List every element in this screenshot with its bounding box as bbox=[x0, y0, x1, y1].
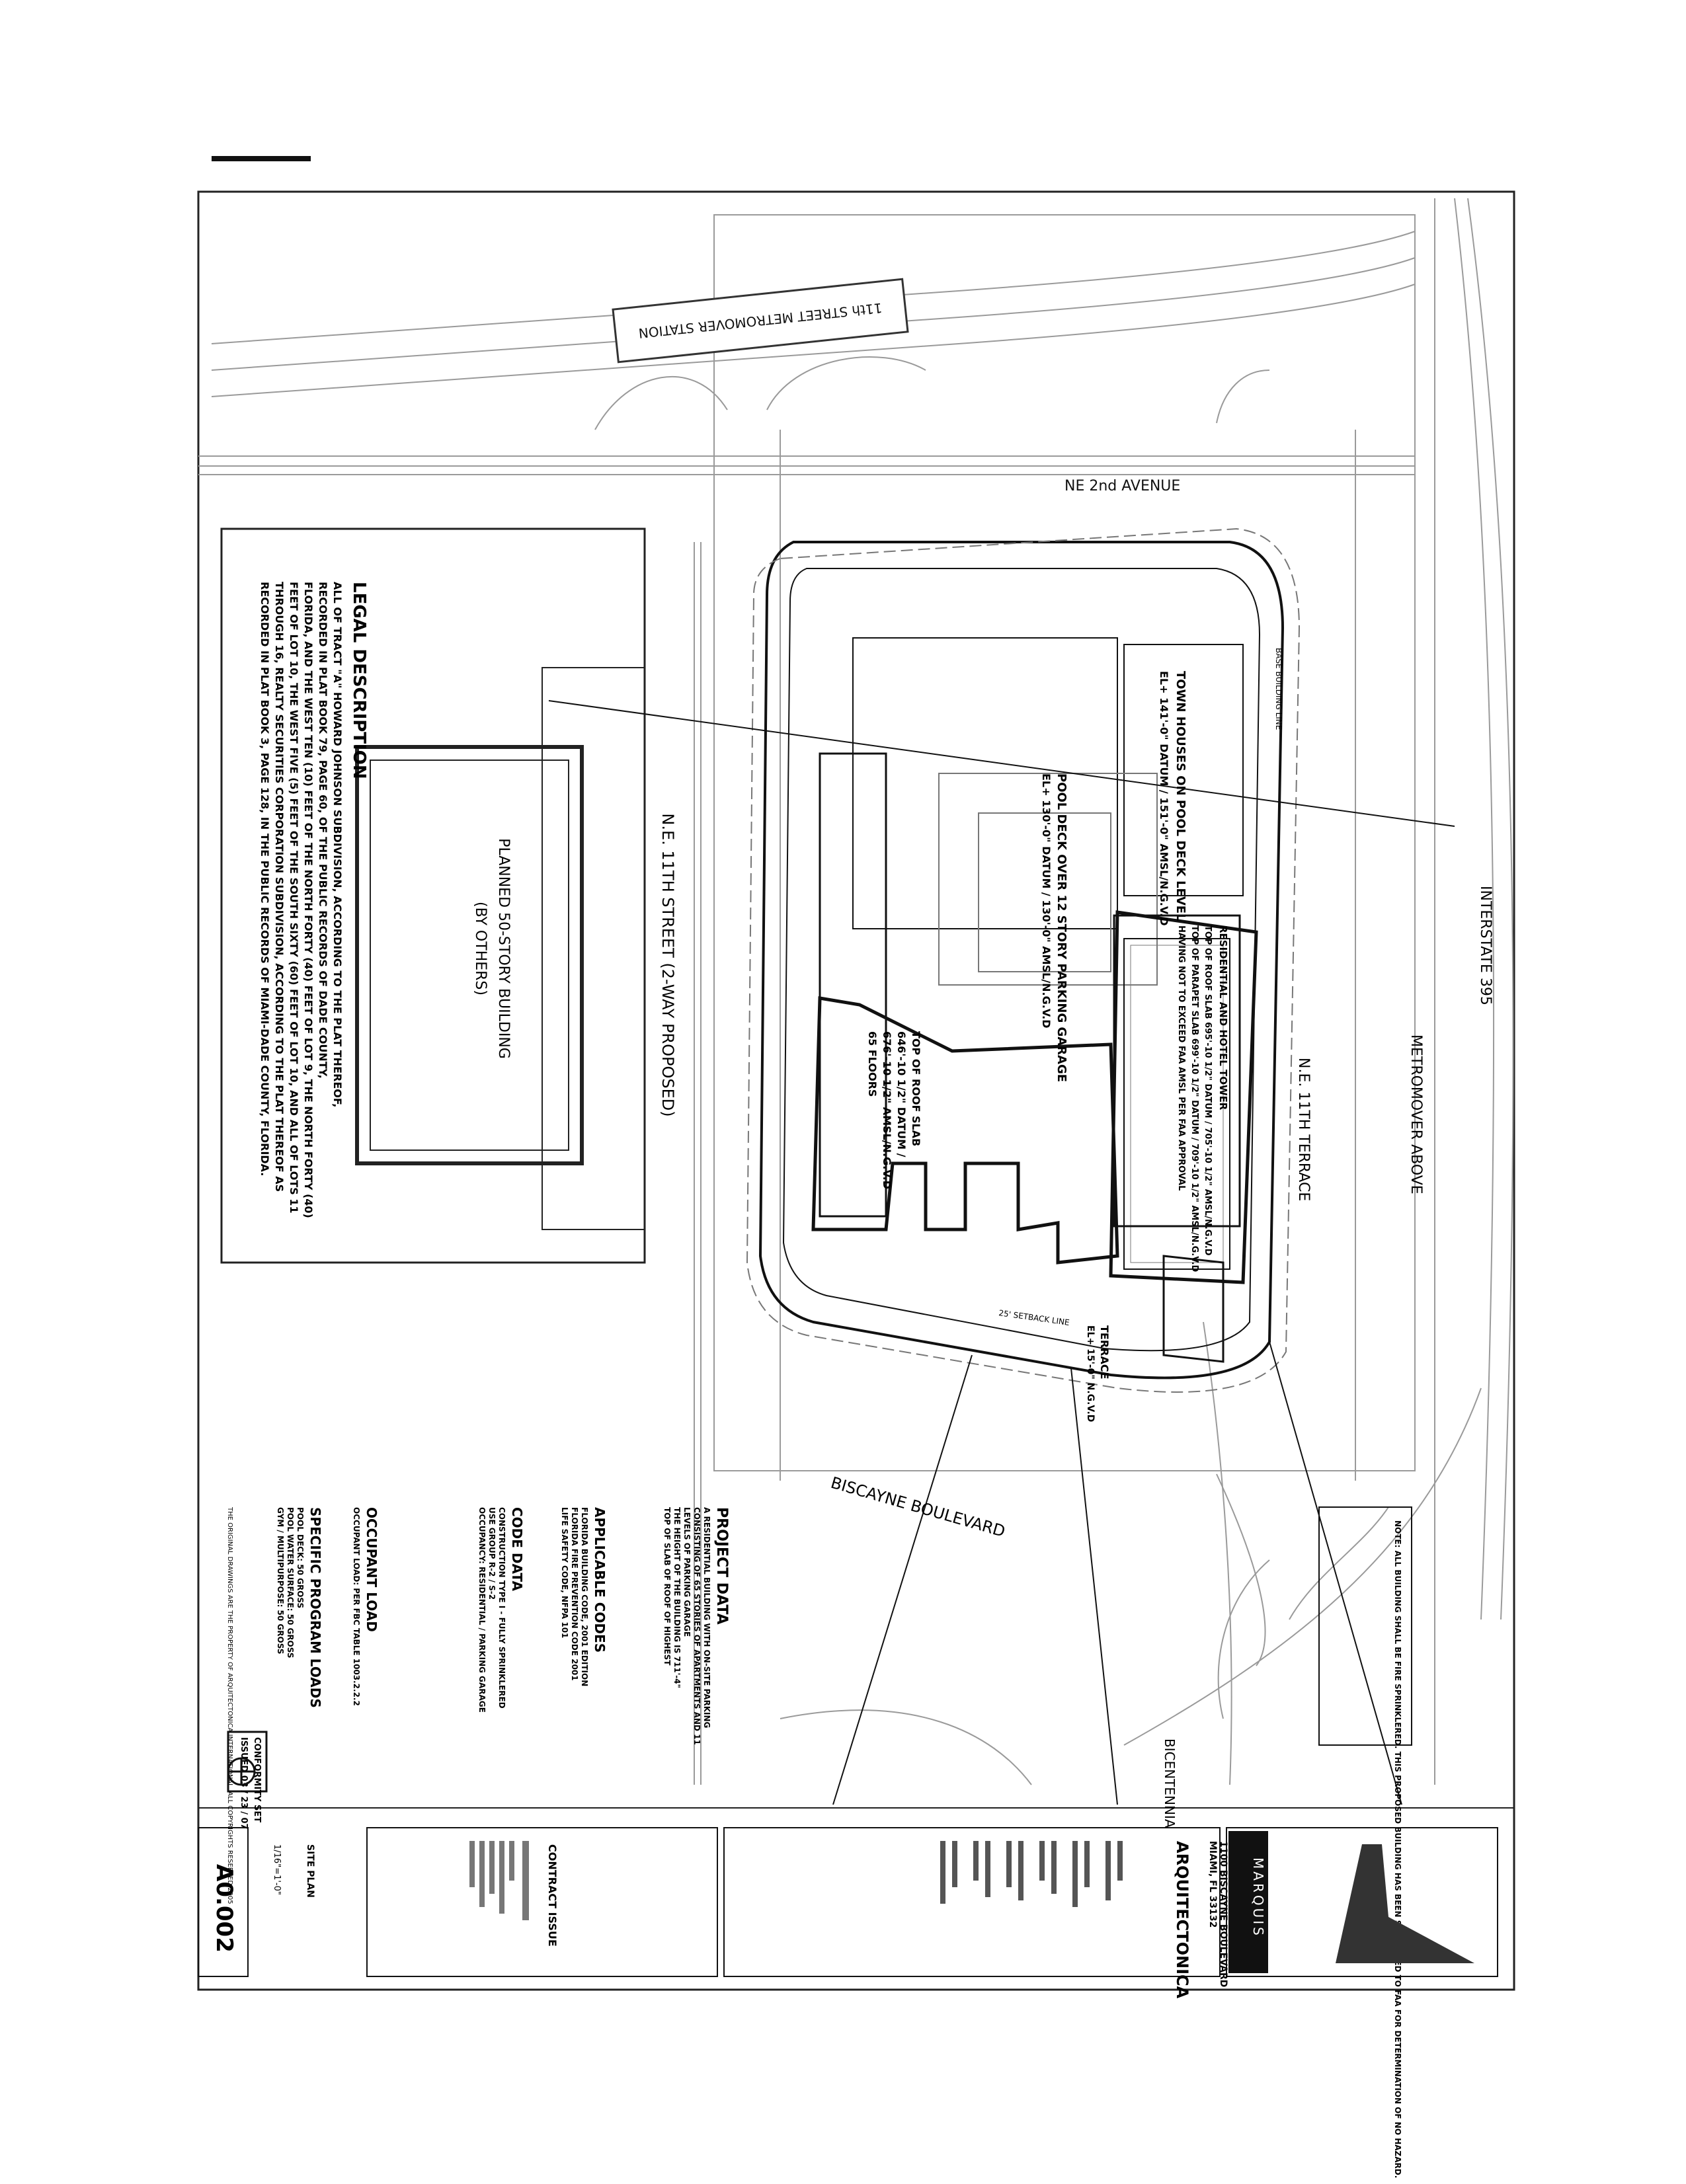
svg-text:LIFE SAFETY CODE, NFPA 101: LIFE SAFETY CODE, NFPA 101 bbox=[560, 1507, 569, 1638]
ne-2nd-avenue-label: NE 2nd AVENUE bbox=[1064, 478, 1180, 494]
svg-text:APPLICABLE CODES: APPLICABLE CODES bbox=[592, 1507, 608, 1653]
svg-text:GYM / MULTIPURPOSE: 50 GROSS: GYM / MULTIPURPOSE: 50 GROSS bbox=[276, 1507, 285, 1654]
faa-notes: NOTE: ALL BUILDING SHALL BE FIRE SPRINKL… bbox=[1318, 1506, 1412, 2178]
svg-text:FLORIDA BUILDING CODE, 2001 ED: FLORIDA BUILDING CODE, 2001 EDITION bbox=[580, 1507, 589, 1686]
building-footprint bbox=[811, 637, 1258, 1363]
svg-text:OCCUPANT LOAD: OCCUPANT LOAD bbox=[364, 1507, 380, 1632]
setback-line-label: 25' SETBACK LINE bbox=[998, 1308, 1070, 1327]
svg-text:OCCUPANT LOAD: PER FBC TABLE 1: OCCUPANT LOAD: PER FBC TABLE 1003.2.2.2 bbox=[352, 1507, 361, 1706]
legal-description: LEGAL DESCRIPTION ALL OF TRACT "A" HOWAR… bbox=[259, 582, 369, 1218]
svg-text:PROJECT DATA: PROJECT DATA bbox=[713, 1507, 730, 1625]
legal-line-6: RECORDED IN PLAT BOOK 3, PAGE 128, IN TH… bbox=[259, 582, 271, 1176]
legal-description-title: LEGAL DESCRIPTION bbox=[349, 582, 369, 779]
svg-text:646'-10 1/2" DATUM /: 646'-10 1/2" DATUM / bbox=[895, 1031, 908, 1157]
base-building-line-label: BASE BUILDING LINE bbox=[1274, 648, 1283, 730]
project-rendering bbox=[1336, 1844, 1474, 1963]
svg-text:EL+ 130'-0" DATUM / 130'-0" AM: EL+ 130'-0" DATUM / 130'-0" AMSL/N.G.V.D bbox=[1040, 773, 1053, 1029]
metromover-above-label: METROMOVER ABOVE bbox=[1408, 1034, 1424, 1194]
issue-table bbox=[469, 1841, 529, 1920]
contract-issue-label: CONTRACT ISSUE bbox=[546, 1844, 559, 1947]
svg-text:A RESIDENTIAL BUILDING WITH ON: A RESIDENTIAL BUILDING WITH ON-SITE PARK… bbox=[702, 1507, 711, 1728]
svg-text:TOP OF ROOF SLAB: TOP OF ROOF SLAB bbox=[910, 1031, 922, 1146]
title-block: MARQUIS 1100 BISCAYNE BOULEVARD MIAMI, F… bbox=[198, 1827, 1498, 1999]
ne-11th-street-label: N.E. 11TH STREET (2-WAY PROPOSED) bbox=[659, 813, 677, 1116]
consultant-list bbox=[940, 1841, 1123, 1907]
svg-text:TOP OF SLAB OF ROOF OF HIGHEST: TOP OF SLAB OF ROOF OF HIGHEST bbox=[662, 1507, 672, 1666]
svg-text:TOP OF ROOF SLAB 695'-10 1/2": TOP OF ROOF SLAB 695'-10 1/2" DATUM / 70… bbox=[1203, 925, 1213, 1256]
svg-text:CODE DATA: CODE DATA bbox=[509, 1507, 525, 1592]
metromover-station: 11th STREET METROMOVER STATION bbox=[612, 278, 909, 364]
site-outline bbox=[746, 527, 1301, 1393]
svg-text:RESIDENTIAL AND HOTEL TOWER: RESIDENTIAL AND HOTEL TOWER bbox=[1217, 925, 1229, 1111]
svg-text:USE GROUP R-2 / S-2: USE GROUP R-2 / S-2 bbox=[487, 1507, 497, 1600]
terrace-label: TERRACE EL+ 15'-0" N.G.V.D bbox=[1085, 1325, 1111, 1422]
svg-text:FLORIDA FIRE PREVENTION CODE 2: FLORIDA FIRE PREVENTION CODE 2001 bbox=[570, 1507, 579, 1681]
sheet-number: A0.002 bbox=[211, 1864, 237, 1953]
planned-building-subtitle: (BY OTHERS) bbox=[472, 902, 489, 995]
svg-text:65 FLOORS: 65 FLOORS bbox=[866, 1031, 879, 1097]
project-logo: MARQUIS bbox=[1250, 1857, 1266, 1938]
west-tower-label: TOP OF ROOF SLAB 646'-10 1/2" DATUM / 67… bbox=[866, 1031, 922, 1189]
svg-text:POOL WATER SURFACE: 50 GROSS: POOL WATER SURFACE: 50 GROSS bbox=[286, 1507, 295, 1658]
svg-text:CONSISTING OF 65 STORIES OF AP: CONSISTING OF 65 STORIES OF APARTMENTS A… bbox=[692, 1507, 702, 1745]
pool-deck-label: POOL DECK OVER 12 STORY PARKING GARAGE E… bbox=[1040, 773, 1068, 1082]
svg-text:POOL DECK: 50 GROSS: POOL DECK: 50 GROSS bbox=[296, 1507, 305, 1608]
legal-line-2: RECORDED IN PLAT BOOK 79, PAGE 60, OF TH… bbox=[317, 582, 329, 1079]
planned-building-title: PLANNED 50-STORY BUILDING bbox=[495, 838, 512, 1059]
survey-lines bbox=[198, 198, 1514, 1785]
north-arrow-icon bbox=[227, 1757, 256, 1786]
svg-text:TOP OF PARAPET SLAB 699'-10 1/: TOP OF PARAPET SLAB 699'-10 1/2" DATUM /… bbox=[1189, 925, 1199, 1272]
svg-text:THE ORIGINAL DRAWINGS ARE THE: THE ORIGINAL DRAWINGS ARE THE PROPERTY O… bbox=[226, 1506, 233, 1904]
sheet-scale: 1/16"=1'-0" bbox=[272, 1844, 282, 1895]
bicentennial-label: BICENTENNIA bbox=[1162, 1738, 1178, 1828]
svg-text:OCCUPANCY: RESIDENTIAL / PARKI: OCCUPANCY: RESIDENTIAL / PARKING GARAGE bbox=[477, 1507, 487, 1713]
section-lines bbox=[548, 700, 1455, 1805]
east-tower-label: RESIDENTIAL AND HOTEL TOWER TOP OF ROOF … bbox=[1113, 914, 1241, 1272]
legal-line-1: ALL OF TRACT "A" HOWARD JOHNSON SUBDIVIS… bbox=[331, 582, 344, 1107]
svg-text:CONFORMITY SET: CONFORMITY SET bbox=[252, 1737, 262, 1822]
sheet-title: SITE PLAN bbox=[305, 1844, 315, 1898]
svg-text:HAVING NOT TO EXCEED FAA AMSL: HAVING NOT TO EXCEED FAA AMSL PER FAA AP… bbox=[1176, 925, 1186, 1190]
ne-11th-terrace-label: N.E. 11TH TERRACE bbox=[1295, 1058, 1312, 1201]
svg-text:NOTE: ALL BUILDING SHALL BE FI: NOTE: ALL BUILDING SHALL BE FIRE SPRINKL… bbox=[1393, 1520, 1402, 2178]
svg-text:EL+ 15'-0" N.G.V.D: EL+ 15'-0" N.G.V.D bbox=[1085, 1325, 1096, 1422]
svg-text:CONSTRUCTION TYPE I - FULLY SP: CONSTRUCTION TYPE I - FULLY SPRINKLERED bbox=[497, 1507, 506, 1709]
legal-line-3: FLORIDA, AND THE WEST TEN (10) FEET OF T… bbox=[302, 582, 315, 1218]
townhouse-label: TOWN HOUSES ON POOL DECK LEVEL EL+ 141'-… bbox=[1158, 671, 1187, 926]
svg-text:THE HEIGHT OF THE BUILDING IS: THE HEIGHT OF THE BUILDING IS 711'-4" bbox=[672, 1507, 682, 1688]
svg-text:676'-10 1/2" AMSL/N.G.V.D: 676'-10 1/2" AMSL/N.G.V.D bbox=[881, 1031, 893, 1189]
svg-text:EL+ 141'-0" DATUM / 151'-0" AM: EL+ 141'-0" DATUM / 151'-0" AMSL/N.G.V.D bbox=[1158, 671, 1170, 926]
svg-text:LEVELS OF PARKING GARAGE: LEVELS OF PARKING GARAGE bbox=[682, 1507, 692, 1637]
interstate-label: INTERSTATE 395 bbox=[1477, 886, 1494, 1005]
svg-text:POOL DECK OVER 12 STORY PARKIN: POOL DECK OVER 12 STORY PARKING GARAGE bbox=[1055, 773, 1068, 1082]
architect-name: ARQUITECTONICA bbox=[1173, 1841, 1191, 1999]
legal-line-5: THROUGH 16, REALTY SECURITIES CORPORATIO… bbox=[273, 582, 286, 1192]
project-data-block: PROJECT DATA A RESIDENTIAL BUILDING WITH… bbox=[226, 1506, 730, 1904]
header-mark bbox=[212, 156, 311, 161]
legal-line-4: FEET OF LOT 10, THE WEST FIVE (5) FEET O… bbox=[288, 582, 300, 1214]
planned-building: PLANNED 50-STORY BUILDING (BY OTHERS) bbox=[220, 527, 646, 1264]
svg-text:SPECIFIC PROGRAM LOADS: SPECIFIC PROGRAM LOADS bbox=[307, 1507, 323, 1708]
address-line-2: MIAMI, FL 33132 bbox=[1207, 1841, 1218, 1928]
svg-text:TOWN HOUSES ON POOL DECK LEVEL: TOWN HOUSES ON POOL DECK LEVEL bbox=[1174, 671, 1187, 921]
sheet-border bbox=[197, 190, 1515, 1991]
svg-text:TERRACE: TERRACE bbox=[1098, 1325, 1111, 1380]
